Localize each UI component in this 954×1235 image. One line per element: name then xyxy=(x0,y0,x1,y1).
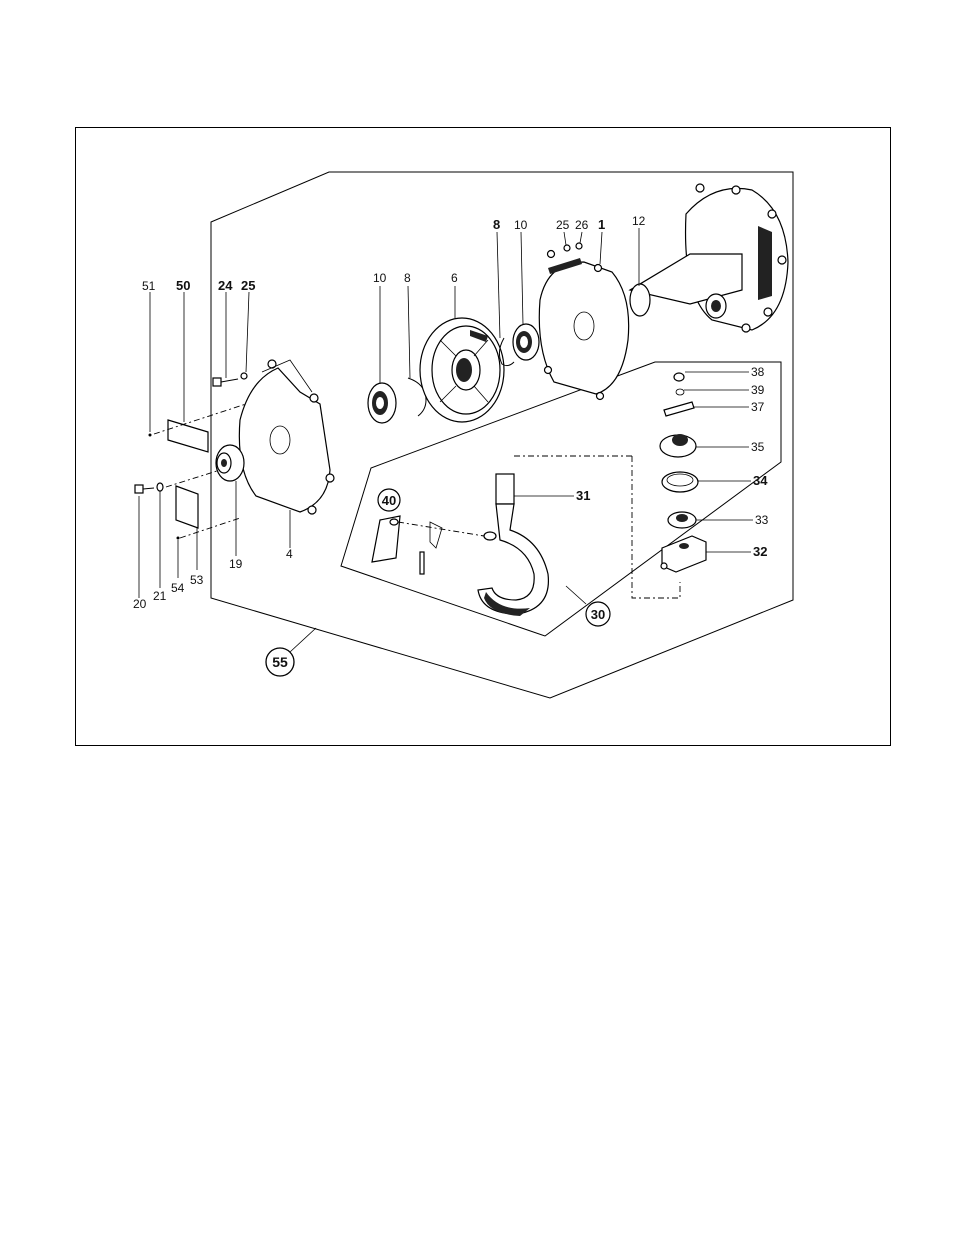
circled-callout-30: 30 xyxy=(585,601,611,627)
callout-54: 54 xyxy=(171,581,185,595)
callout-34: 34 xyxy=(753,473,768,488)
crosshead-32-part xyxy=(660,535,707,573)
nut-38-part xyxy=(673,372,685,382)
callout-50: 50 xyxy=(176,278,190,293)
callout-35: 35 xyxy=(751,440,765,454)
hook-31-part xyxy=(477,473,550,616)
callout-12: 12 xyxy=(632,214,646,228)
plate-50-part xyxy=(167,419,209,453)
assembly-55-outline xyxy=(210,171,794,699)
cover-1-part xyxy=(538,249,630,401)
callout-4: 4 xyxy=(286,547,293,561)
washer-25-right-part xyxy=(563,244,571,252)
latch-40-part xyxy=(371,515,443,575)
figure-frame xyxy=(75,127,891,746)
callout-19: 19 xyxy=(229,557,243,571)
callout-55: 55 xyxy=(272,654,288,670)
bearing-10-right-part xyxy=(512,323,540,361)
screw-24-part xyxy=(212,372,248,387)
callout-25a: 25 xyxy=(241,278,255,293)
bushing-19-part xyxy=(215,444,245,482)
callout-1: 1 xyxy=(598,217,605,232)
plate-53-part xyxy=(175,485,199,529)
callout-26: 26 xyxy=(575,218,589,232)
callout-25b: 25 xyxy=(556,218,570,232)
callout-31: 31 xyxy=(576,488,590,503)
circled-callout-40: 40 xyxy=(377,488,401,512)
nut-35-part xyxy=(659,434,697,458)
callout-51: 51 xyxy=(142,279,156,293)
bearing-33-part xyxy=(667,511,697,529)
callout-53: 53 xyxy=(190,573,204,587)
callout-8a: 8 xyxy=(404,271,411,285)
callout-33: 33 xyxy=(755,513,769,527)
callout-10b: 10 xyxy=(514,218,528,232)
pin-39-part xyxy=(675,388,685,396)
plate-37-part xyxy=(663,401,695,417)
callout-37: 37 xyxy=(751,400,765,414)
callout-labels: 51 50 24 25 20 21 54 53 19 4 10 8 6 8 10… xyxy=(133,214,769,611)
snap-ring-8-left-part xyxy=(407,377,427,417)
screw-20-part xyxy=(134,482,164,494)
nut-26-part xyxy=(575,242,583,250)
callout-8b: 8 xyxy=(493,217,500,232)
callout-20: 20 xyxy=(133,597,147,611)
callout-39: 39 xyxy=(751,383,765,397)
assembly-30-outline xyxy=(340,361,782,637)
bearing-10-left-part xyxy=(367,382,397,424)
snap-ring-8-right-part xyxy=(498,337,515,367)
screw-54-part xyxy=(176,536,180,540)
callout-38: 38 xyxy=(751,365,765,379)
callout-30: 30 xyxy=(591,607,605,622)
circled-callout-55: 55 xyxy=(265,647,295,677)
callout-40: 40 xyxy=(382,493,396,508)
housing-12-part xyxy=(628,183,789,333)
callout-24: 24 xyxy=(218,278,233,293)
screw-51-part xyxy=(148,433,152,437)
leader-lines xyxy=(138,228,753,653)
callout-6: 6 xyxy=(451,271,458,285)
callout-21: 21 xyxy=(153,589,167,603)
callout-10a: 10 xyxy=(373,271,387,285)
end-cover-part xyxy=(238,359,335,515)
ring-34-part xyxy=(661,471,699,493)
rope-drum-6-part xyxy=(419,317,505,423)
callout-32: 32 xyxy=(753,544,767,559)
